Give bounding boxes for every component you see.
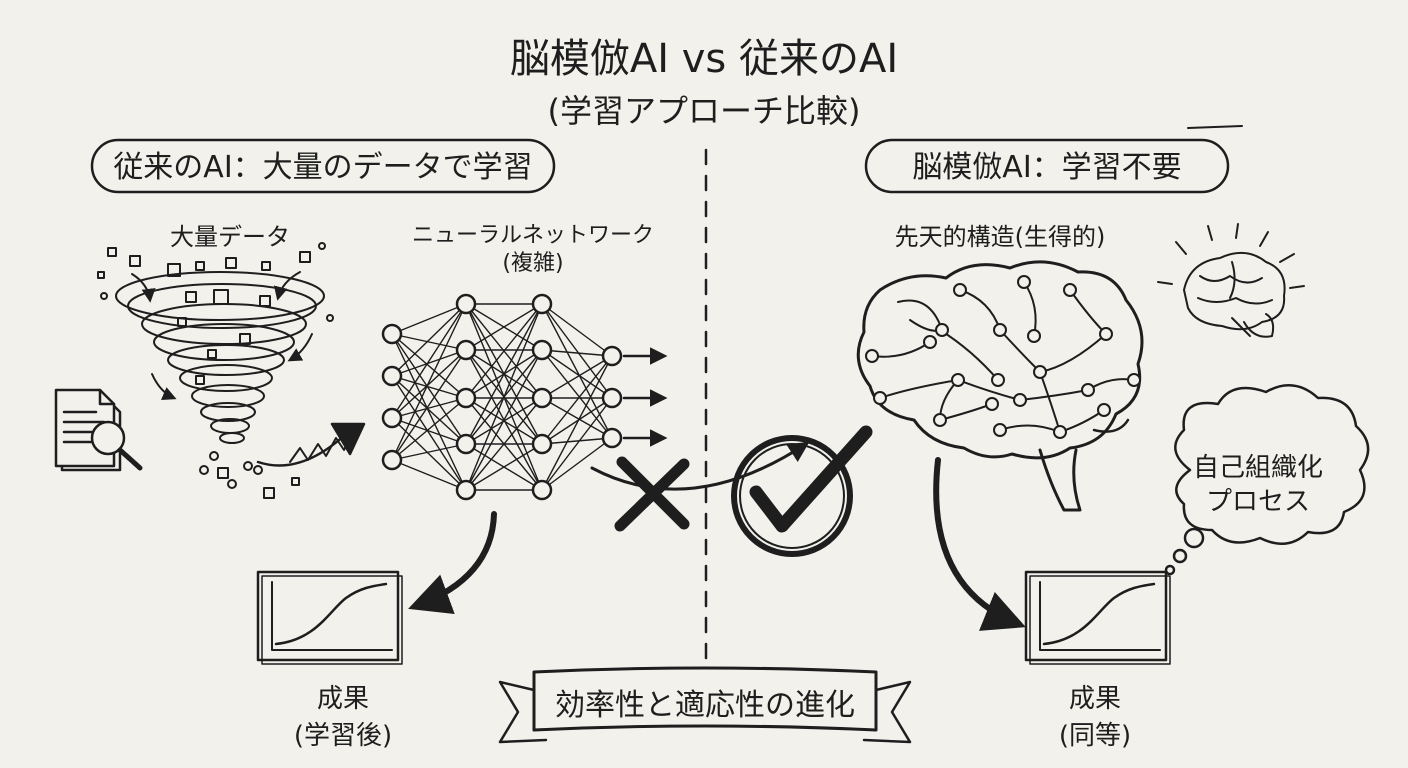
right-result-label: 成果 (同等)	[1020, 678, 1170, 752]
neural-network-icon	[381, 293, 668, 501]
thought-line-1: 自己組織化	[1192, 453, 1323, 483]
page-title: 脳模倣AI vs 従来のAI	[509, 36, 899, 82]
left-heading-pill	[90, 138, 556, 194]
cross-to-check-arrow	[590, 441, 810, 491]
left-result-label: 成果 (学習後)	[258, 678, 428, 752]
growth-chart-right-icon	[1024, 570, 1171, 665]
data-label: 大量データ	[170, 223, 290, 251]
page-subtitle: (学習アプローチ比較)	[547, 92, 861, 130]
checkmark-icon	[731, 425, 873, 557]
right-result-main: 成果	[1068, 684, 1121, 714]
brain-network-icon	[856, 260, 1144, 512]
thought-cloud-text: 自己組織化 プロセス	[1176, 452, 1340, 520]
right-heading: 脳模倣AI：学習不要	[912, 150, 1182, 185]
right-heading-pill	[864, 138, 1230, 194]
left-heading: 従来のAI：大量のデータで学習	[113, 150, 533, 185]
tornado-to-network-arrow	[256, 422, 366, 467]
network-label-main: ニューラルネットワーク	[411, 223, 654, 248]
right-result-sub: (同等)	[1058, 721, 1132, 751]
ribbon-banner	[498, 666, 912, 744]
innate-structure-label: 先天的構造(生得的)	[894, 223, 1106, 251]
lightbulb-brain-icon	[1157, 223, 1305, 338]
corner-mark	[1187, 125, 1243, 129]
left-result-sub: (学習後)	[293, 721, 393, 751]
data-tornado-icon	[97, 242, 334, 499]
banner-text: 効率性と適応性の進化	[555, 688, 855, 723]
document-search-icon	[54, 388, 143, 472]
growth-chart-icon	[256, 570, 403, 665]
thought-line-2: プロセス	[1205, 486, 1310, 517]
cross-icon	[614, 456, 690, 532]
brain-to-result-arrow	[933, 457, 1026, 631]
thought-cloud-icon	[1164, 384, 1370, 576]
network-label-sub: (複雑)	[502, 250, 564, 276]
network-to-result-arrow	[408, 511, 497, 615]
left-result-main: 成果	[316, 684, 369, 714]
network-label: ニューラルネットワーク (複雑)	[398, 222, 668, 277]
